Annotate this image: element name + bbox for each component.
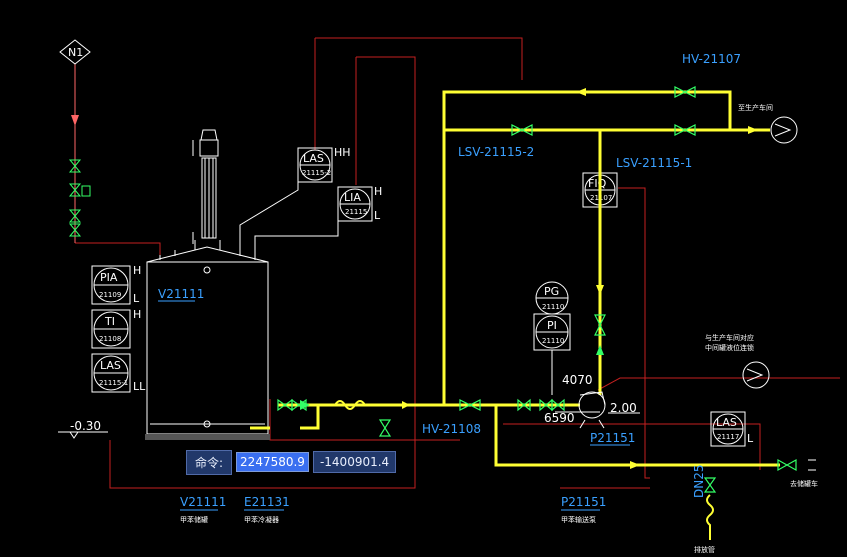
elev-4070: 4070 <box>562 373 593 387</box>
svg-text:21117: 21117 <box>717 433 739 441</box>
svg-text:21108: 21108 <box>99 335 121 343</box>
note-sample: 去储罐车 <box>790 479 818 488</box>
e21131-subtitle: 甲苯冷凝器 <box>244 515 279 524</box>
process-lines <box>250 90 780 467</box>
svg-text:21115: 21115 <box>345 208 367 216</box>
elev-tank: -0.30 <box>70 419 101 433</box>
svg-text:H: H <box>133 308 141 321</box>
command-line-bar: 命令: 2247580.9 -1400901.4 <box>186 449 397 475</box>
svg-text:H: H <box>133 264 141 277</box>
svg-text:PG: PG <box>544 285 559 298</box>
tank-v21111[interactable]: V21111 <box>145 246 270 440</box>
drain-hose <box>706 494 714 540</box>
svg-text:PI: PI <box>547 319 557 332</box>
instrument-las-21115-1[interactable]: LAS 21115-1 LL <box>91 353 146 393</box>
tank-tag: V21111 <box>158 287 204 301</box>
svg-text:TI: TI <box>104 315 115 328</box>
svg-text:21109: 21109 <box>99 291 121 299</box>
svg-text:21110: 21110 <box>542 303 564 311</box>
instrument-ti-21108[interactable]: TI 21108 H <box>91 308 141 349</box>
svg-text:L: L <box>133 292 140 305</box>
flexible-hose <box>334 400 366 410</box>
coordinate-x-input[interactable]: 2247580.9 <box>236 452 309 472</box>
elevation-markers <box>58 411 640 439</box>
svg-text:21115-2: 21115-2 <box>302 169 331 177</box>
svg-text:21115-1: 21115-1 <box>99 379 128 387</box>
note-to-production: 至生产车间 <box>738 103 773 112</box>
signal-lines <box>75 37 840 489</box>
svg-text:LL: LL <box>133 380 146 393</box>
note-workshop-interlock: 与生产车间对应中间罐液位连锁 <box>705 333 754 352</box>
condenser-e21131[interactable] <box>192 129 219 244</box>
svg-text:PIA: PIA <box>100 271 118 284</box>
instrument-lia-21115[interactable]: LIA 21115 H L <box>337 185 382 222</box>
elev-6590: 6590 <box>544 411 575 425</box>
workshop-interlock-connector[interactable] <box>742 361 770 389</box>
instrument-las-21115-2[interactable]: LAS 21115-2 HH <box>297 146 351 183</box>
tag-p21151: P21151 <box>590 431 635 445</box>
svg-text:LAS: LAS <box>100 359 121 372</box>
pump-p21151[interactable] <box>578 391 606 429</box>
p21151-subtitle: 甲苯输送泵 <box>561 515 596 524</box>
svg-text:L: L <box>374 209 381 222</box>
tag-lsv21115-2: LSV-21115-2 <box>458 145 534 159</box>
tag-dn25: DN25 <box>692 465 706 499</box>
svg-text:L: L <box>747 432 754 445</box>
pump-arrow-symbol <box>596 345 604 355</box>
tank-to-instrument-lines <box>239 180 339 252</box>
n2-supply-line <box>71 64 79 243</box>
svg-text:LAS: LAS <box>716 416 737 429</box>
n2-valves[interactable] <box>68 159 91 237</box>
tag-hv21107: HV-21107 <box>682 52 741 66</box>
n1-label: N1 <box>68 46 83 59</box>
tag-hv21108: HV-21108 <box>422 422 481 436</box>
command-label: 命令: <box>186 449 233 475</box>
n1-diamond-symbol[interactable]: N1 <box>59 39 91 65</box>
tank-nozzles <box>159 240 256 260</box>
instrument-las-21117[interactable]: LAS 21117 L <box>710 411 754 447</box>
bottom-tag-e21131: E21131 <box>244 495 290 509</box>
elev-200: 2.00 <box>610 401 637 415</box>
bottom-tag-p21151: P21151 <box>561 495 606 509</box>
svg-text:LIA: LIA <box>344 191 361 204</box>
instrument-pg-21110[interactable]: PG 21110 <box>535 281 569 315</box>
instrument-pi-21110[interactable]: PI 21110 <box>533 313 571 351</box>
svg-text:FIQ: FIQ <box>588 177 607 190</box>
svg-text:HH: HH <box>334 146 351 159</box>
check-valve-symbol <box>300 400 310 410</box>
svg-text:LAS: LAS <box>303 152 324 165</box>
coordinate-y-input[interactable]: -1400901.4 <box>312 451 397 473</box>
svg-text:21110: 21110 <box>542 337 564 345</box>
to-production-connector[interactable] <box>770 116 798 144</box>
note-bottom-pipe: 排放管 <box>694 545 715 554</box>
svg-text:H: H <box>374 185 382 198</box>
flow-arrows <box>402 88 758 469</box>
bottom-tag-v21111: V21111 <box>180 495 226 509</box>
tag-lsv21115-1: LSV-21115-1 <box>616 156 692 170</box>
instrument-pia-21109[interactable]: PIA 21109 H L <box>91 264 141 305</box>
v21111-subtitle: 甲苯储罐 <box>180 515 208 524</box>
